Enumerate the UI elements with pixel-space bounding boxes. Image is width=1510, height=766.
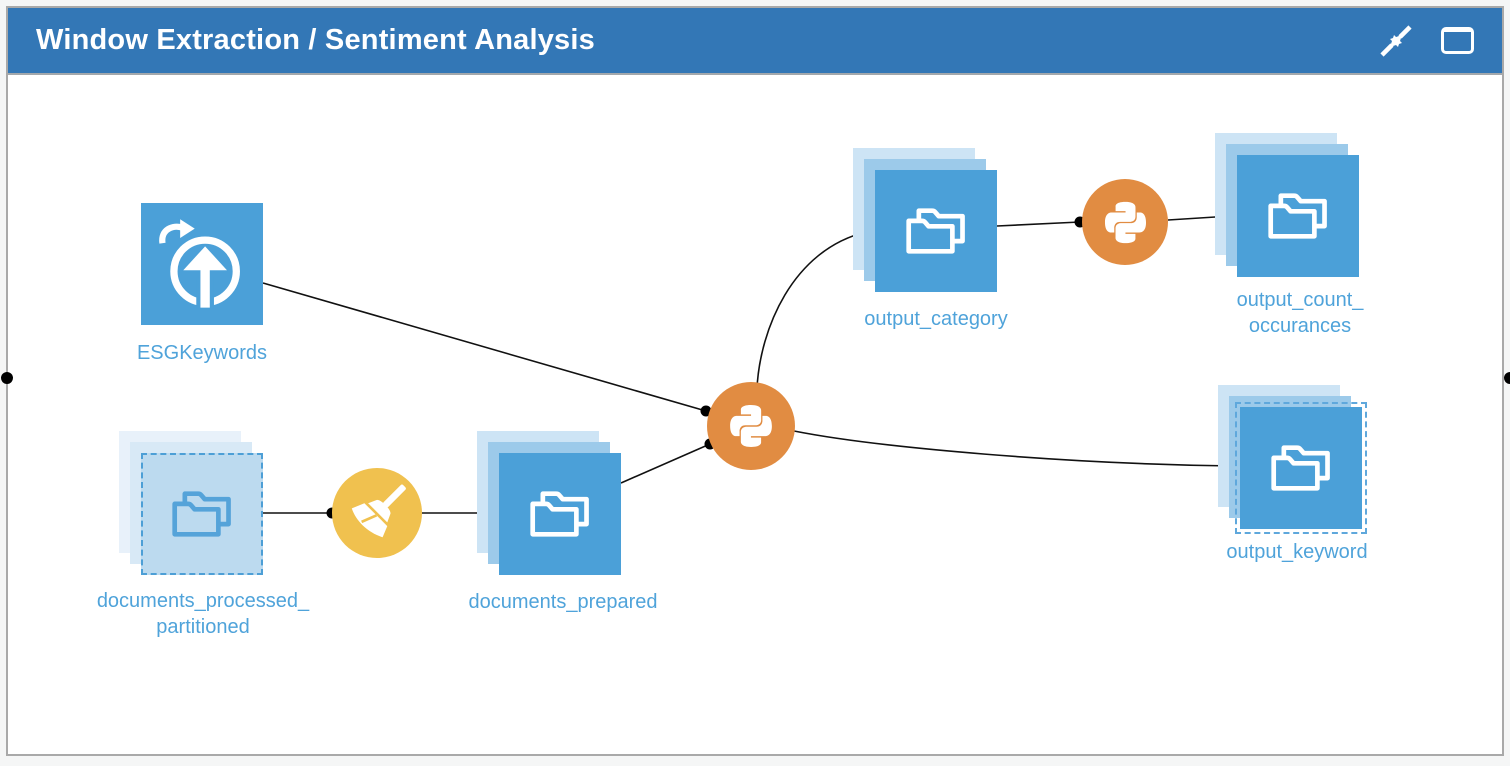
panel-titlebar: Window Extraction / Sentiment Analysis [8,8,1502,75]
broom-icon [351,484,406,538]
python-icon [730,405,772,447]
titlebar-controls [1379,24,1474,58]
folders-icon [141,453,263,575]
prepare-recipe-node[interactable] [332,468,422,558]
window-rectangle-icon[interactable] [1441,27,1474,54]
folders-icon [1237,155,1359,277]
upload-arrow-icon [141,203,263,325]
dataset-label: documents_prepared [468,591,658,613]
flow-insight-panel: Window Extraction / Sentiment Analysis [6,6,1504,756]
python-icon [1104,201,1146,243]
resize-handle-right[interactable] [1504,372,1510,384]
python-recipe-node[interactable] [707,382,795,470]
panel-title: Window Extraction / Sentiment Analysis [36,24,595,56]
dataset-label: ESGKeywords [136,342,268,364]
folders-icon [1240,407,1362,529]
folders-icon [499,453,621,575]
dataset-label: output_count_ occurances [1236,289,1364,337]
dataset-label: output_category [864,308,1008,330]
collapse-arrows-icon[interactable] [1379,24,1413,58]
python-recipe-node-2[interactable] [1082,179,1168,265]
dataset-label: documents_processed_ partitioned [96,590,310,638]
folders-icon [875,170,997,292]
resize-handle-left[interactable] [1,372,13,384]
dataset-label: output_keyword [1226,541,1368,563]
